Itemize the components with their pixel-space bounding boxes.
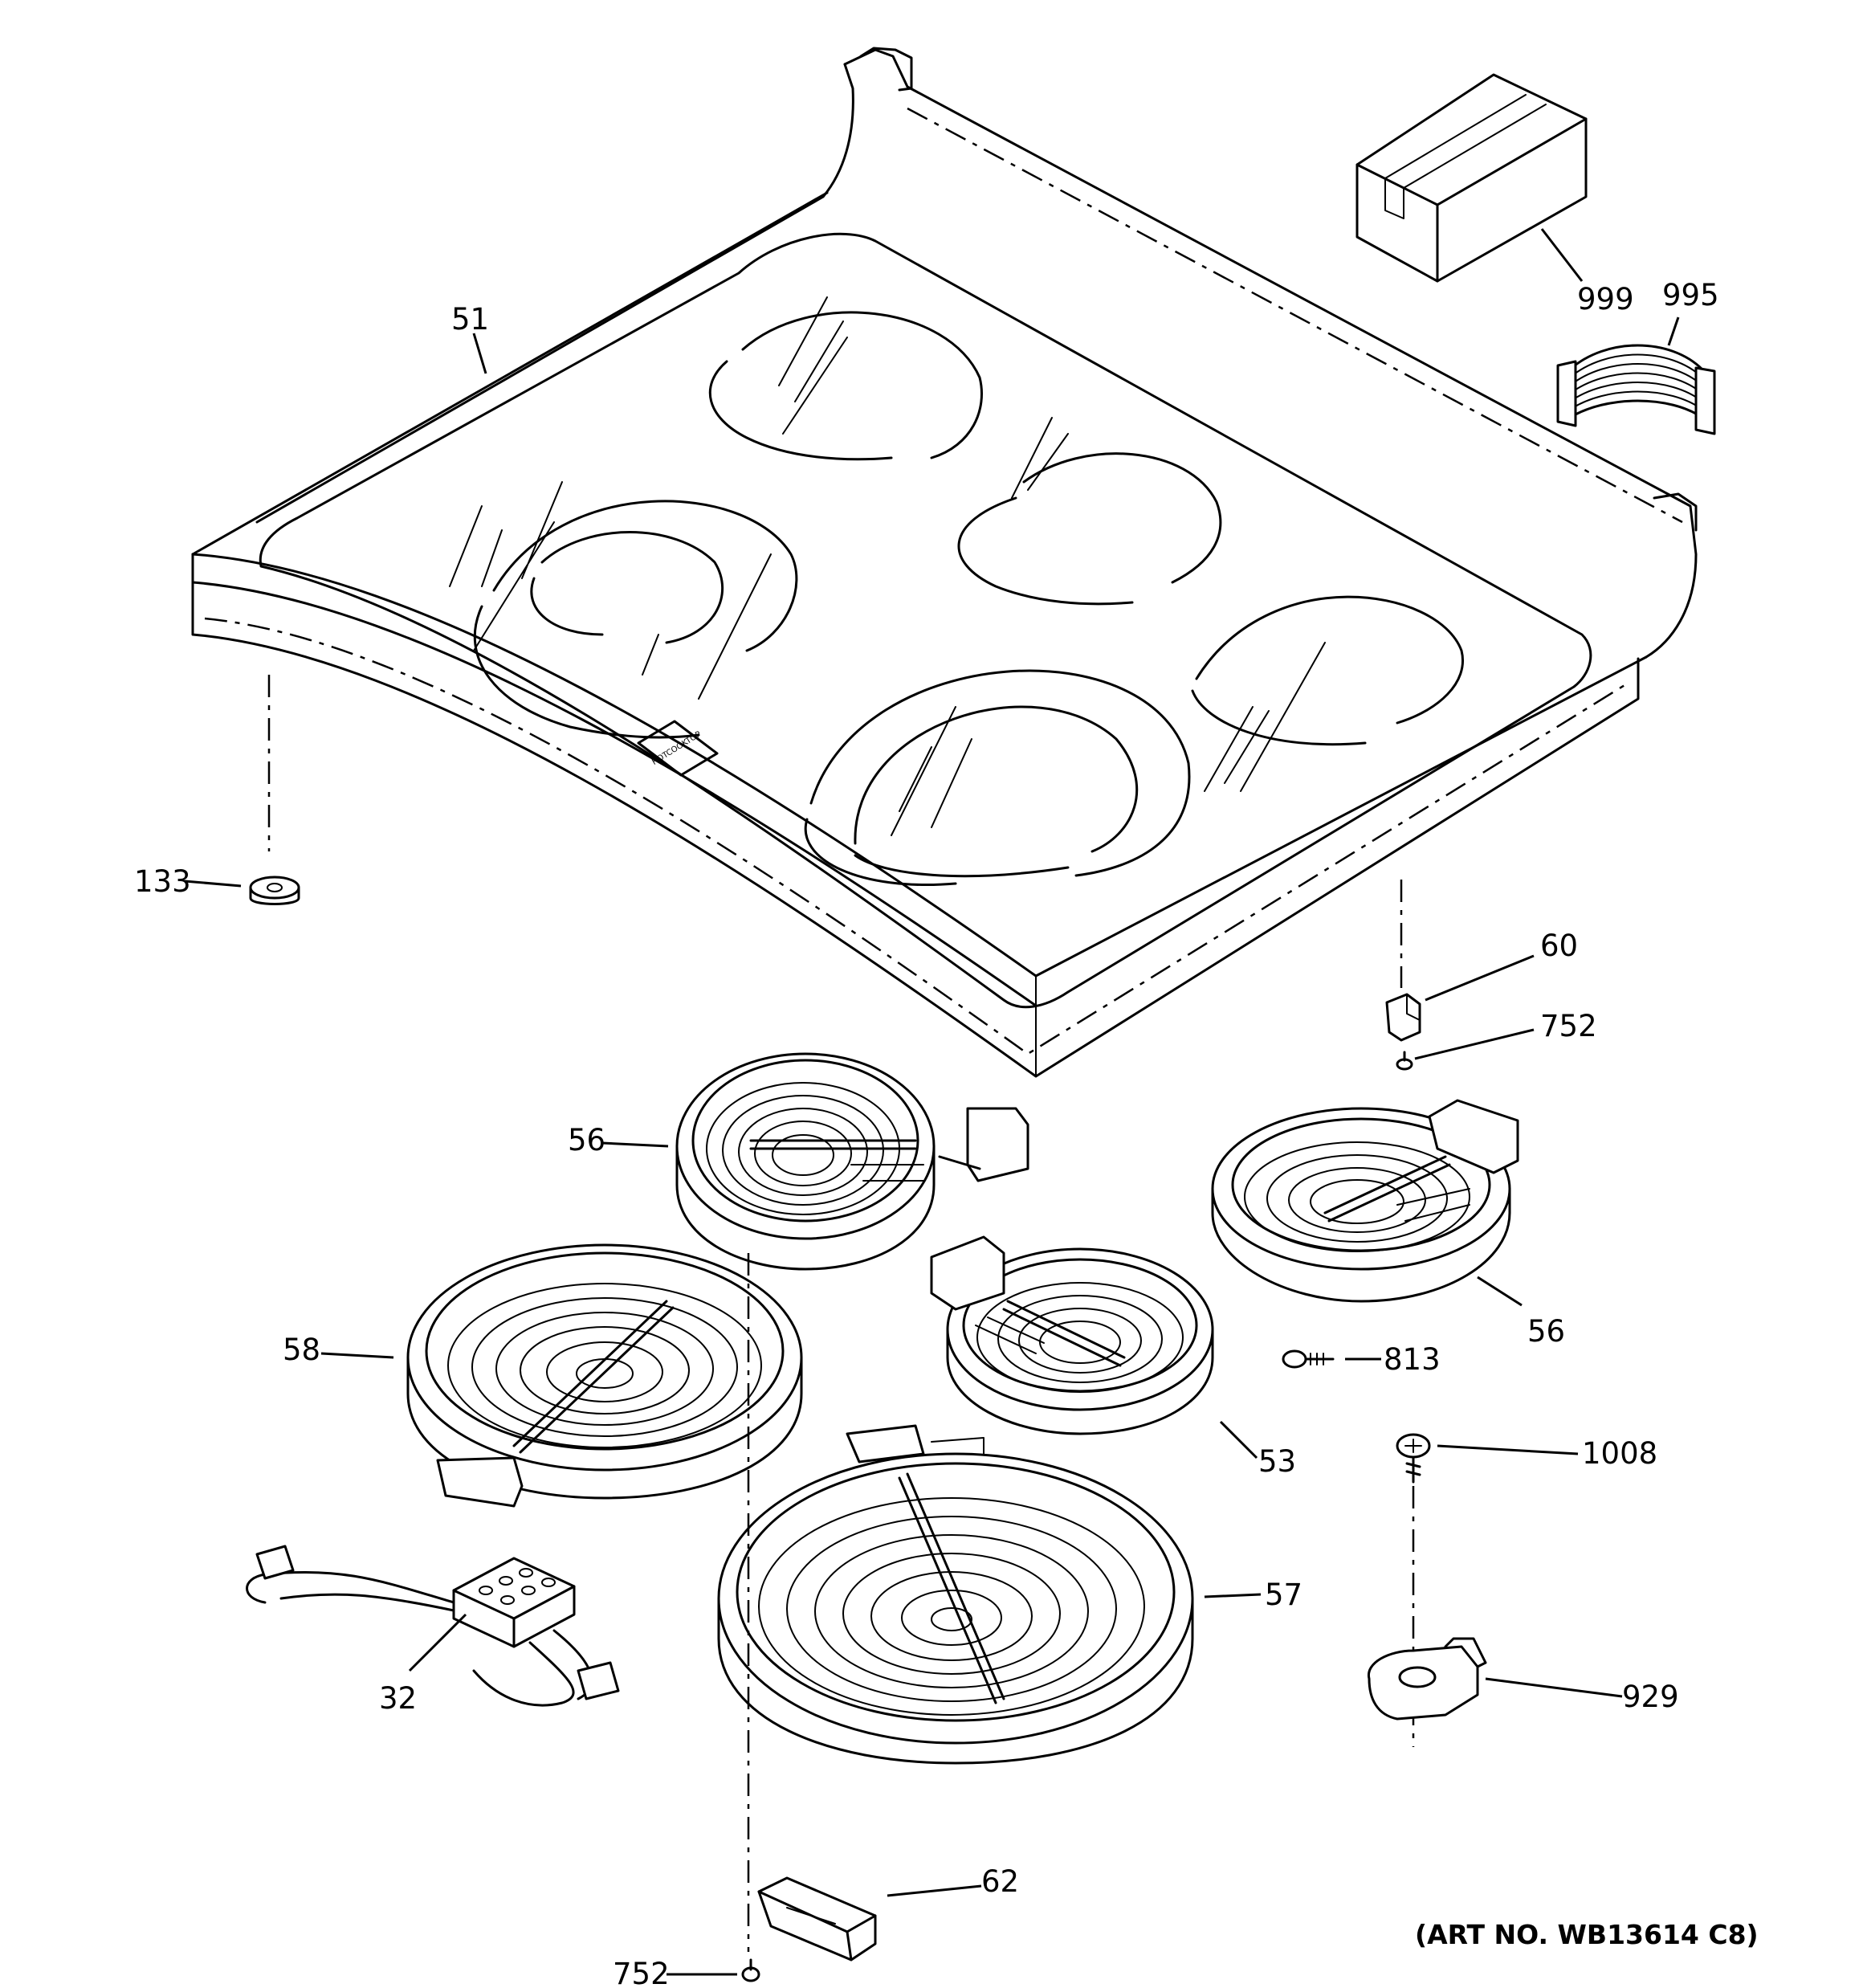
callout-56-right: 56 (1527, 1314, 1565, 1349)
radiant-element-57 (717, 1424, 1194, 1765)
ribbon-harness-995 (1556, 344, 1716, 435)
radiant-element-58 (406, 1243, 803, 1508)
leader-lines (184, 228, 1680, 1976)
callout-813: 813 (1384, 1342, 1441, 1377)
callout-1008: 1008 (1582, 1436, 1657, 1471)
mounting-bracket-929 (1368, 1637, 1487, 1721)
hot-cooktop-plate-text: HOTCOOKTOP (650, 730, 703, 767)
terminal-block-harness-32 (246, 1545, 620, 1707)
callout-999: 999 (1577, 282, 1634, 316)
screw-1008 (1396, 1433, 1431, 1484)
support-bracket-62 (757, 1876, 877, 1961)
radiant-element-56-right (1211, 1099, 1519, 1303)
screw-752-bottom (741, 1958, 760, 1982)
screw-813 (1282, 1349, 1335, 1369)
callout-133: 133 (134, 864, 191, 899)
callout-53: 53 (1258, 1444, 1296, 1479)
callout-57: 57 (1265, 1578, 1302, 1612)
callout-62: 62 (981, 1864, 1019, 1899)
radiant-element-53 (930, 1235, 1214, 1435)
callout-60: 60 (1540, 929, 1578, 963)
callout-58: 58 (283, 1333, 320, 1367)
callout-labels: 51 999 995 133 60 752 56 56 58 813 53 10… (134, 278, 1759, 1988)
bracket-clip-60 (1385, 993, 1421, 1042)
box-999 (1355, 73, 1588, 283)
callout-56-left: 56 (568, 1123, 605, 1157)
art-number: (ART NO. WB13614 C8) (1415, 1919, 1759, 1950)
screw-752-top (1396, 1051, 1413, 1071)
cooktop-glass: HOTCOOKTOP (191, 47, 1698, 1078)
callout-995: 995 (1662, 278, 1719, 312)
callout-752-top: 752 (1540, 1009, 1597, 1043)
radiant-element-56-left (675, 1052, 1029, 1271)
callout-51: 51 (451, 302, 489, 337)
grommet-133 (249, 876, 300, 905)
callout-752-bottom: 752 (613, 1957, 670, 1988)
callout-929: 929 (1622, 1680, 1679, 1714)
callout-32: 32 (379, 1681, 417, 1716)
